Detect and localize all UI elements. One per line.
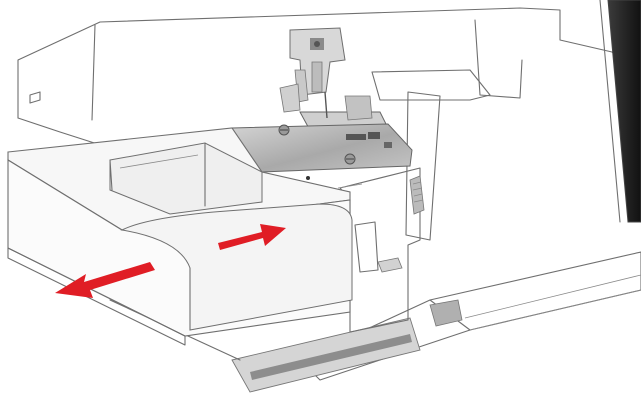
machine-base xyxy=(109,251,641,393)
left-arrow-icon xyxy=(55,262,155,298)
machine-front-column xyxy=(339,167,425,333)
slide-direction-arrows xyxy=(55,224,286,298)
display-screen xyxy=(599,0,641,223)
presser-foot-assembly xyxy=(279,27,389,135)
machine-body xyxy=(17,7,641,241)
right-arrow-icon xyxy=(218,224,286,250)
accessory-tray xyxy=(7,127,363,346)
